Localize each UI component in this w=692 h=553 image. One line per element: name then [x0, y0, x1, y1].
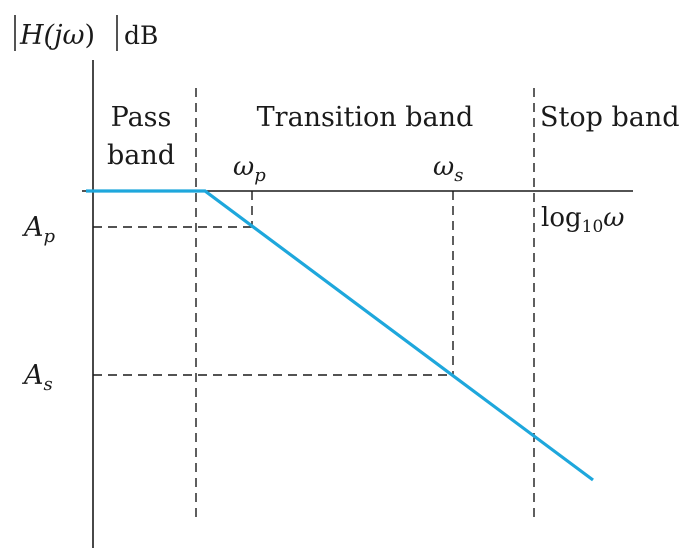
omega-s-label: ωs [433, 152, 463, 186]
as-symbol: A [21, 360, 44, 391]
y-axis-unit: dB [124, 21, 158, 50]
transition-band-label: Transition band [257, 102, 474, 133]
y-axis-label: H(jω) dB [14, 15, 158, 51]
omega-p-subscript: p [254, 165, 266, 186]
as-subscript: s [44, 374, 53, 395]
omega-p-label: ωp [233, 152, 266, 186]
magnitude-response-line [86, 189, 594, 482]
pass-band-label-line2: band [107, 140, 175, 171]
log-base-subscript: 10 [582, 217, 604, 237]
omega-s-symbol: ω [433, 152, 454, 182]
ap-symbol: A [21, 212, 44, 243]
x-axis-label: log10ω [541, 203, 624, 237]
stop-band-label: Stop band [540, 102, 680, 133]
omega-p-symbol: ω [233, 152, 254, 182]
pass-band-label-line1: Pass [111, 102, 172, 133]
svg-text:H(jω): H(jω) [19, 20, 95, 51]
y-omega-symbol: ω [62, 20, 84, 51]
ap-label: Ap [21, 212, 56, 247]
log-text: log [541, 203, 582, 233]
as-label: As [21, 360, 53, 395]
x-omega-symbol: ω [603, 203, 624, 233]
close-paren: ) [84, 20, 95, 51]
transfer-function-name: H(j [19, 20, 62, 51]
ap-subscript: p [44, 226, 56, 247]
omega-s-subscript: s [454, 165, 463, 186]
